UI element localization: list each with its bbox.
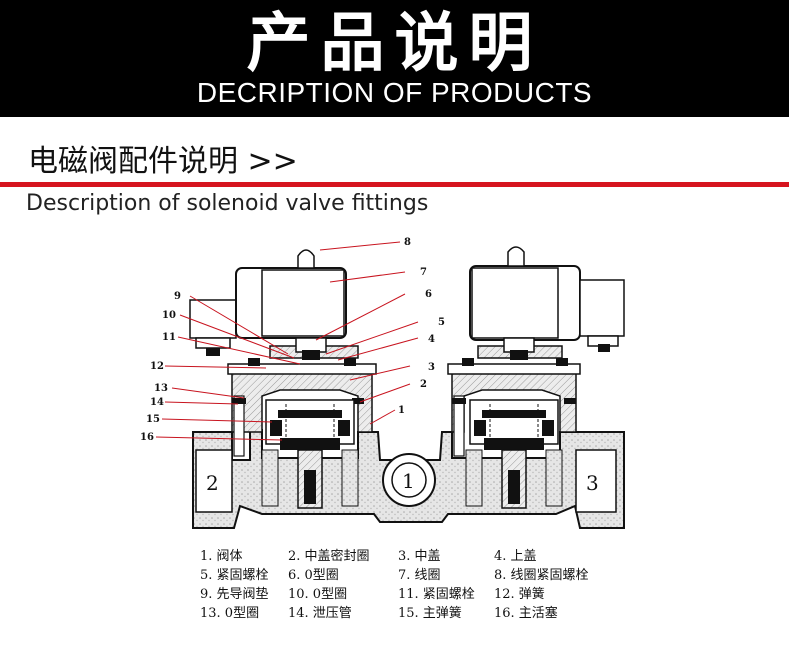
legend-item: 9. 先导阀垫 [200, 587, 269, 602]
legend-item: 7. 线圈 [398, 568, 441, 583]
callout-10: 10 [162, 310, 176, 321]
legend-item: 6. 0型圈 [288, 568, 339, 583]
legend-item: 14. 泄压管 [288, 606, 352, 621]
banner-subtitle: DECRIPTION OF PRODUCTS [196, 77, 593, 108]
right-valve-assembly [447, 246, 625, 509]
leader-lines [155, 241, 419, 441]
callout-labels: 8 7 6 5 4 3 2 1 9 10 11 12 13 14 15 16 [140, 237, 445, 443]
legend-item: 1. 阀体 [200, 549, 243, 564]
legend-item: 5. 紧固螺栓 [200, 568, 269, 583]
callout-9: 9 [174, 291, 181, 302]
port-labels: 2 1 3 [206, 469, 599, 495]
left-valve-assembly [189, 249, 377, 509]
legend-item: 13. 0型圈 [200, 606, 260, 621]
callout-12: 12 [150, 361, 164, 372]
divider-line [0, 182, 789, 187]
legend-item: 4. 上盖 [494, 549, 537, 564]
callout-4: 4 [428, 334, 435, 345]
port-label-3: 3 [586, 471, 599, 495]
legend-item: 2. 中盖密封圈 [288, 549, 370, 564]
callout-5: 5 [438, 317, 445, 328]
legend-item: 11. 紧固螺栓 [398, 587, 475, 602]
callout-2: 2 [420, 379, 427, 390]
callout-14: 14 [150, 397, 164, 408]
callout-7: 7 [420, 267, 427, 278]
port-label-1: 1 [402, 469, 415, 493]
banner-title: 产品说明 [246, 7, 543, 81]
callout-6: 6 [425, 289, 432, 300]
parts-legend: 1. 阀体 2. 中盖密封圈 3. 中盖 4. 上盖 5. 紧固螺栓 6. 0型… [200, 548, 640, 623]
port-label-2: 2 [206, 471, 219, 495]
callout-13: 13 [154, 383, 168, 394]
section-subtitle: Description of solenoid valve fittings [26, 191, 429, 216]
section-title: 电磁阀配件说明 >> [28, 144, 298, 179]
legend-item: 8. 线圈紧固螺栓 [494, 568, 589, 583]
legend-item: 16. 主活塞 [494, 606, 558, 621]
callout-11: 11 [162, 332, 176, 343]
callout-15: 15 [146, 414, 160, 425]
callout-3: 3 [428, 362, 435, 373]
callout-16: 16 [140, 432, 154, 443]
legend-item: 3. 中盖 [398, 549, 441, 564]
legend-item: 12. 弹簧 [494, 587, 545, 602]
callout-8: 8 [404, 237, 411, 248]
callout-1: 1 [398, 405, 405, 416]
legend-item: 10. 0型圈 [288, 587, 348, 602]
legend-item: 15. 主弹簧 [398, 606, 462, 621]
header-banner: 产品说明 DECRIPTION OF PRODUCTS [0, 0, 789, 117]
